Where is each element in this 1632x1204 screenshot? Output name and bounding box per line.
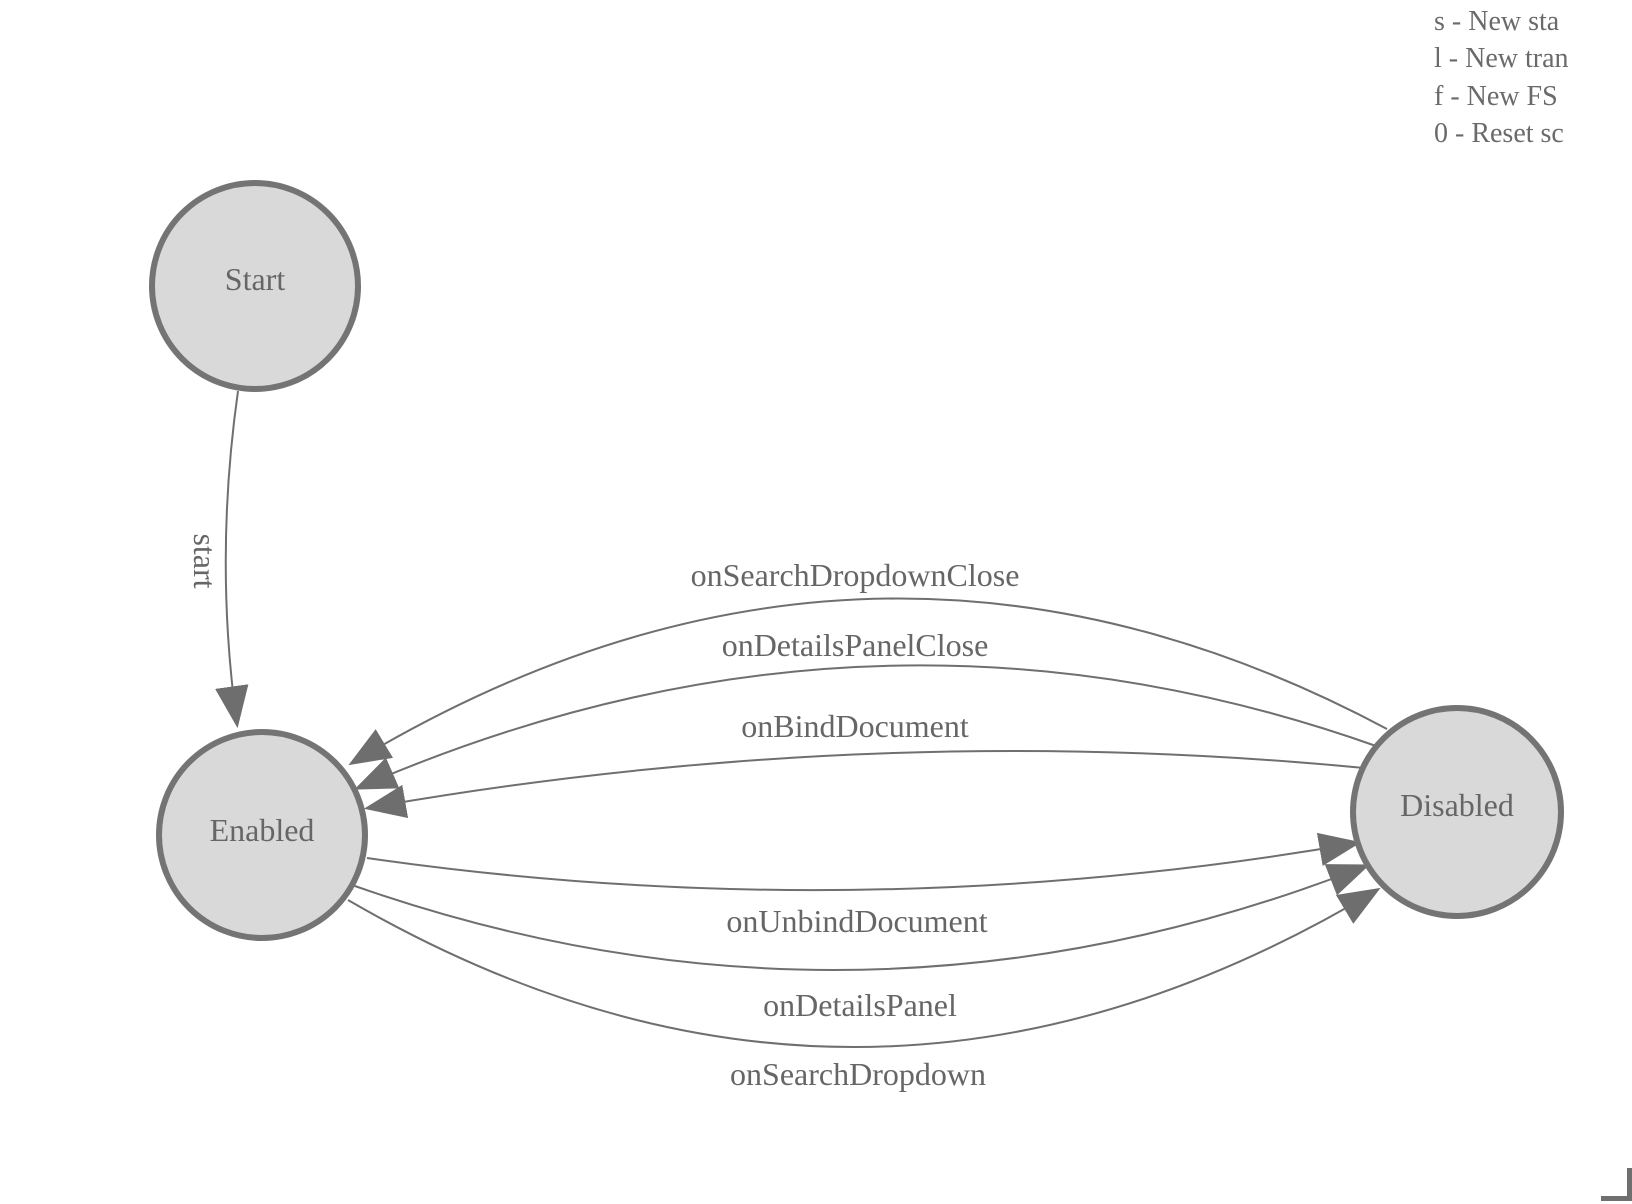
shortcuts-legend: s - New sta l - New tran f - New FS 0 - … (1434, 6, 1569, 149)
transition-label[interactable]: start (187, 533, 223, 588)
state-circle[interactable] (1350, 705, 1564, 919)
transition-edge[interactable] (351, 864, 1370, 971)
transition-edge[interactable] (363, 750, 1365, 818)
corner-bracket-vertical (1627, 1168, 1632, 1201)
transition-label[interactable]: onBindDocument (741, 708, 969, 744)
state-label: Start (225, 261, 286, 297)
state-node-start[interactable]: Start (149, 180, 361, 392)
transition-onsearchdropdownclose[interactable]: onSearchDropdownClose (348, 557, 1388, 766)
legend-item: l - New tran (1434, 43, 1569, 74)
state-circle[interactable] (149, 180, 361, 392)
state-circle[interactable] (156, 729, 368, 941)
state-node-enabled[interactable]: Enabled (156, 729, 368, 941)
state-label: Disabled (1400, 787, 1514, 823)
corner-bracket-horizontal (1601, 1196, 1632, 1201)
transition-edge[interactable] (347, 887, 1381, 1048)
legend-item: f - New FS (1434, 81, 1558, 112)
legend-item: s - New sta (1434, 6, 1560, 37)
state-node-disabled[interactable]: Disabled (1350, 705, 1564, 919)
transition-onbinddocument[interactable]: onBindDocument (363, 708, 1365, 818)
transition-edge[interactable] (348, 597, 1388, 766)
state-label: Enabled (210, 812, 315, 848)
transition-ondetailspanel[interactable]: onDetailsPanel (351, 864, 1370, 1023)
transition-edge[interactable] (354, 664, 1377, 790)
transition-onunbinddocument[interactable]: onUnbindDocument (366, 832, 1362, 939)
canvas-corner-bracket (1601, 1168, 1632, 1201)
transition-start[interactable]: start (187, 390, 249, 729)
transition-label[interactable]: onSearchDropdownClose (691, 557, 1020, 593)
transition-edge[interactable] (366, 832, 1362, 892)
transition-label[interactable]: onUnbindDocument (726, 903, 987, 939)
transition-label[interactable]: onDetailsPanelClose (722, 627, 989, 663)
transition-ondetailspanelclose[interactable]: onDetailsPanelClose (354, 627, 1377, 790)
transition-label[interactable]: onSearchDropdown (730, 1056, 986, 1092)
transition-onsearchdropdown[interactable]: onSearchDropdown (347, 887, 1381, 1092)
legend-item: 0 - Reset sc (1434, 118, 1564, 149)
transition-label[interactable]: onDetailsPanel (763, 987, 957, 1023)
transition-edge[interactable] (215, 390, 249, 729)
